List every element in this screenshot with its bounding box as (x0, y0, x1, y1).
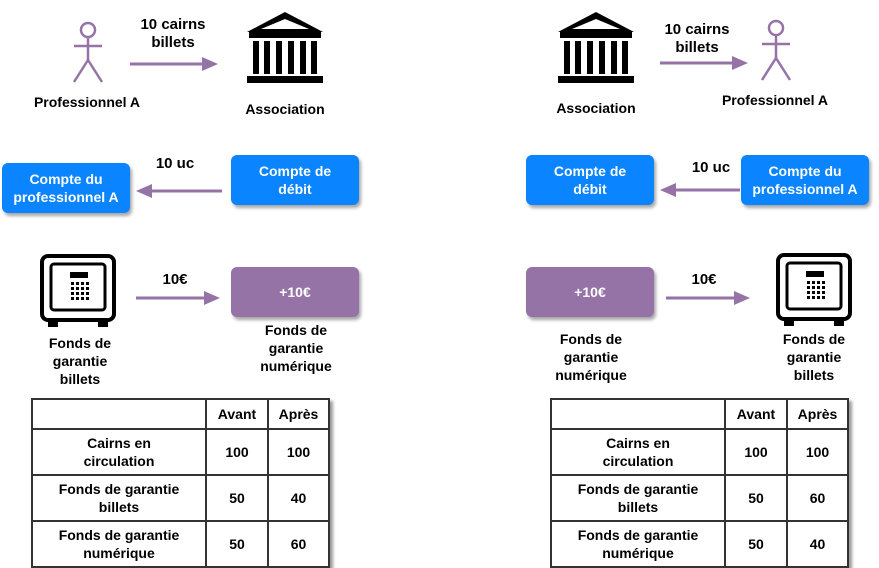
bank-icon (247, 12, 323, 83)
digital-fund-caption: Fonds de garantie numérique (260, 322, 332, 374)
arrow-label: 10€ (691, 271, 717, 288)
arrow-label: 10 uc (155, 155, 195, 172)
value-before: 50 (205, 520, 269, 568)
table-header-empty (550, 398, 726, 430)
value-after: 40 (267, 474, 330, 522)
value-before: 50 (724, 520, 788, 568)
table-header-after: Après (267, 398, 330, 430)
transfer-arrow (130, 57, 218, 71)
value-before: 50 (205, 474, 269, 522)
person-icon (760, 19, 792, 81)
value-before: 100 (205, 428, 269, 476)
table-header-before: Avant (724, 398, 788, 430)
arrow-label: 10 cairns billets (664, 21, 730, 56)
value-after: 100 (267, 428, 330, 476)
value-before: 100 (724, 428, 788, 476)
safe-caption: Fonds de garantie billets (48, 335, 112, 387)
safe-icon (40, 254, 116, 327)
digital-fund-box: +10€ (231, 267, 359, 317)
arrow-label: 10€ (162, 271, 188, 288)
table-header-empty (31, 398, 207, 430)
table-header-after: Après (786, 398, 849, 430)
actor-label: Professionnel A (33, 94, 141, 110)
value-before: 50 (724, 474, 788, 522)
actor-label: Professionnel A (721, 92, 829, 108)
transfer-arrow (136, 291, 220, 305)
institution-label: Association (245, 101, 325, 117)
transfer-arrow (660, 183, 740, 197)
safe-caption: Fonds de garantie billets (782, 331, 846, 383)
value-after: 40 (786, 520, 849, 568)
transfer-arrow (660, 56, 748, 70)
table-header-before: Avant (205, 398, 269, 430)
transfer-arrow (666, 291, 750, 305)
digital-fund-caption: Fonds de garantie numérique (555, 331, 627, 383)
institution-label: Association (556, 100, 636, 116)
value-after: 60 (786, 474, 849, 522)
bank-icon (558, 12, 634, 83)
transfer-arrow (136, 184, 222, 198)
digital-fund-box: +10€ (526, 267, 654, 317)
safe-icon (776, 253, 852, 326)
value-after: 60 (267, 520, 330, 568)
arrow-label: 10 cairns billets (140, 16, 206, 51)
value-after: 100 (786, 428, 849, 476)
arrow-label: 10 uc (691, 159, 731, 176)
person-icon (72, 21, 104, 83)
